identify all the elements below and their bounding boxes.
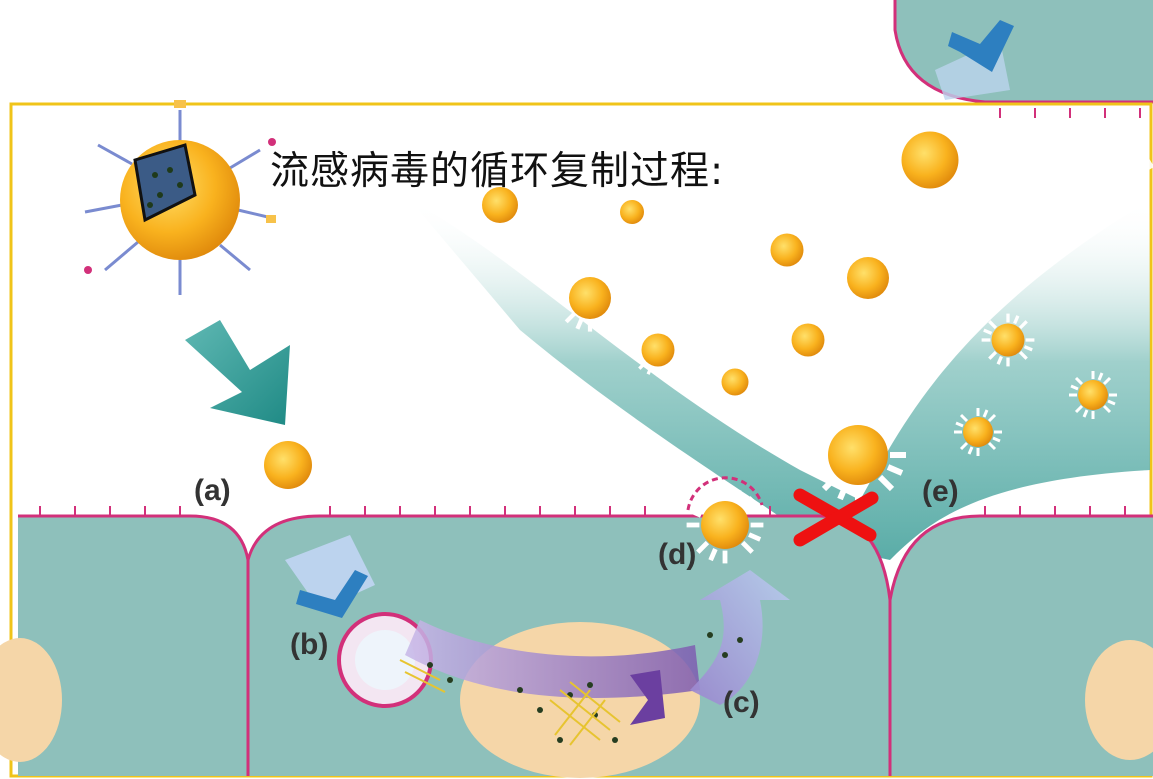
virus-budding bbox=[687, 476, 764, 564]
virus-released bbox=[810, 407, 906, 503]
virus-attaching bbox=[250, 427, 327, 504]
step-label-d: (d) bbox=[658, 538, 697, 571]
release-blocked-mark bbox=[793, 488, 879, 547]
replication-path bbox=[399, 570, 790, 746]
endocytosis-step bbox=[285, 535, 433, 708]
diagram-title: 流感病毒的循环复制过程: bbox=[270, 149, 725, 194]
step-label-e: (e) bbox=[922, 475, 959, 508]
entry-arrow bbox=[185, 320, 290, 425]
cell-membranes bbox=[18, 514, 1153, 776]
influenza-virion-cutaway bbox=[84, 100, 276, 295]
step-label-b: (b) bbox=[290, 628, 329, 661]
step-label-a: (a) bbox=[194, 474, 231, 507]
upper-cell bbox=[893, 0, 1153, 104]
virus-release-plume bbox=[410, 153, 1153, 560]
membrane-receptors bbox=[39, 108, 1141, 516]
step-label-c: (c) bbox=[723, 686, 760, 719]
